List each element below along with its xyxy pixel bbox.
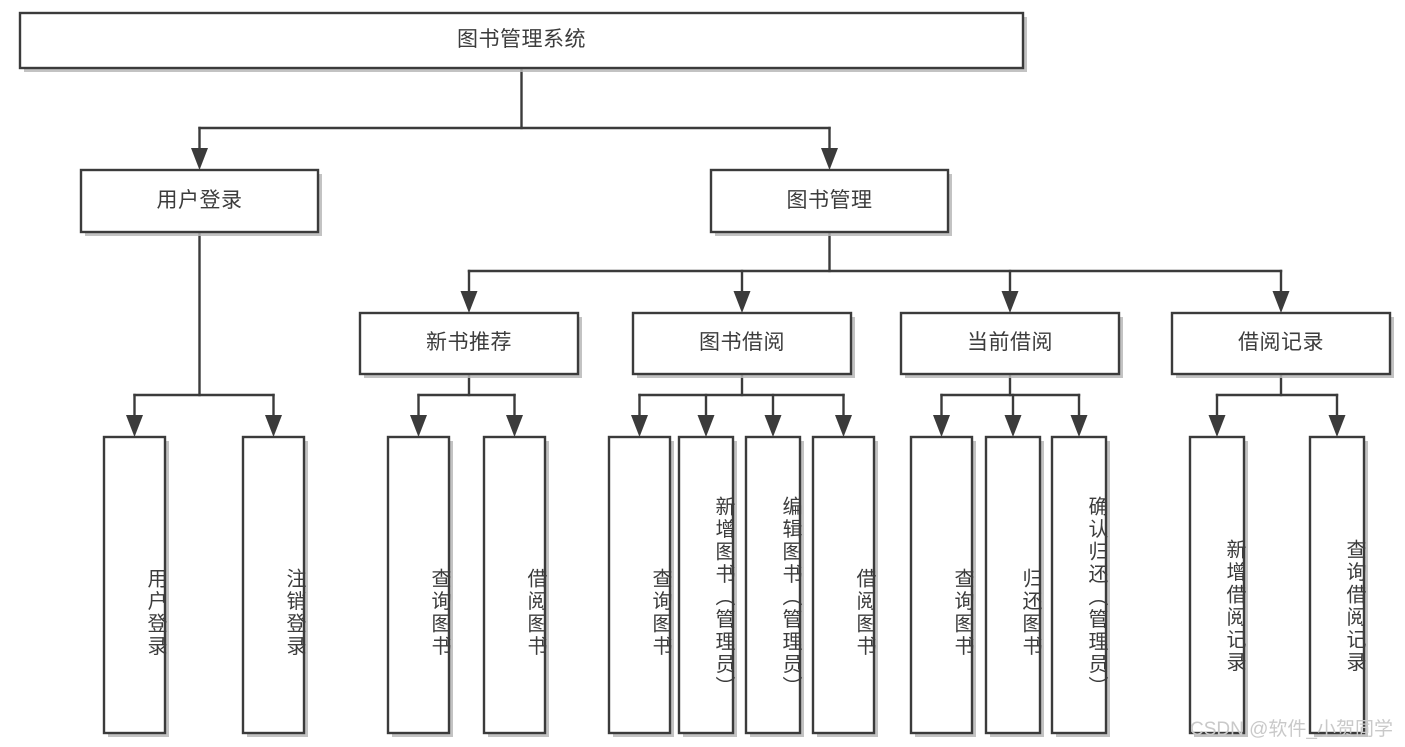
node-box-leaf-cur-confirm-return[interactable] (1050, 435, 1108, 735)
node-box-leaf-cur-return-book[interactable] (984, 435, 1042, 735)
node-box-leaf-borrow-edit-book[interactable] (744, 435, 802, 735)
node-box-leaf-cur-query-book[interactable] (909, 435, 974, 735)
node-box-leaf-rec-borrow-book[interactable] (482, 435, 547, 735)
edge-group-root (191, 66, 838, 170)
node-box-leaf-rec-query-book[interactable] (386, 435, 451, 735)
node-box-current-borrow[interactable] (899, 311, 1121, 376)
edge-group-current-borrow (933, 372, 1088, 437)
edge-group-book-borrow (631, 372, 852, 437)
edge-group-new-book-rec (410, 372, 523, 437)
node-box-leaf-user-login[interactable] (102, 435, 167, 735)
node-box-leaf-rec-query-record[interactable] (1308, 435, 1366, 735)
node-box-leaf-user-logout[interactable] (241, 435, 306, 735)
node-box-leaf-rec-add-record[interactable] (1188, 435, 1246, 735)
edges-layer (126, 66, 1346, 437)
node-box-book-borrow[interactable] (631, 311, 853, 376)
watermark: CSDN @软件_小贺同学 (1190, 719, 1393, 740)
node-box-root[interactable] (18, 11, 1025, 70)
node-box-leaf-borrow-add-book[interactable] (677, 435, 735, 735)
node-box-user-login[interactable] (79, 168, 320, 234)
node-box-leaf-borrow-query-book[interactable] (607, 435, 672, 735)
node-box-book-manage[interactable] (709, 168, 950, 234)
node-box-new-book-rec[interactable] (358, 311, 580, 376)
edge-group-borrow-record (1208, 372, 1346, 437)
edge-group-book-manage (460, 230, 1290, 313)
node-box-borrow-record[interactable] (1170, 311, 1392, 376)
node-box-leaf-borrow-borrow-book[interactable] (811, 435, 876, 735)
edge-group-user-login (126, 230, 282, 437)
node-boxes-layer (18, 11, 1392, 735)
